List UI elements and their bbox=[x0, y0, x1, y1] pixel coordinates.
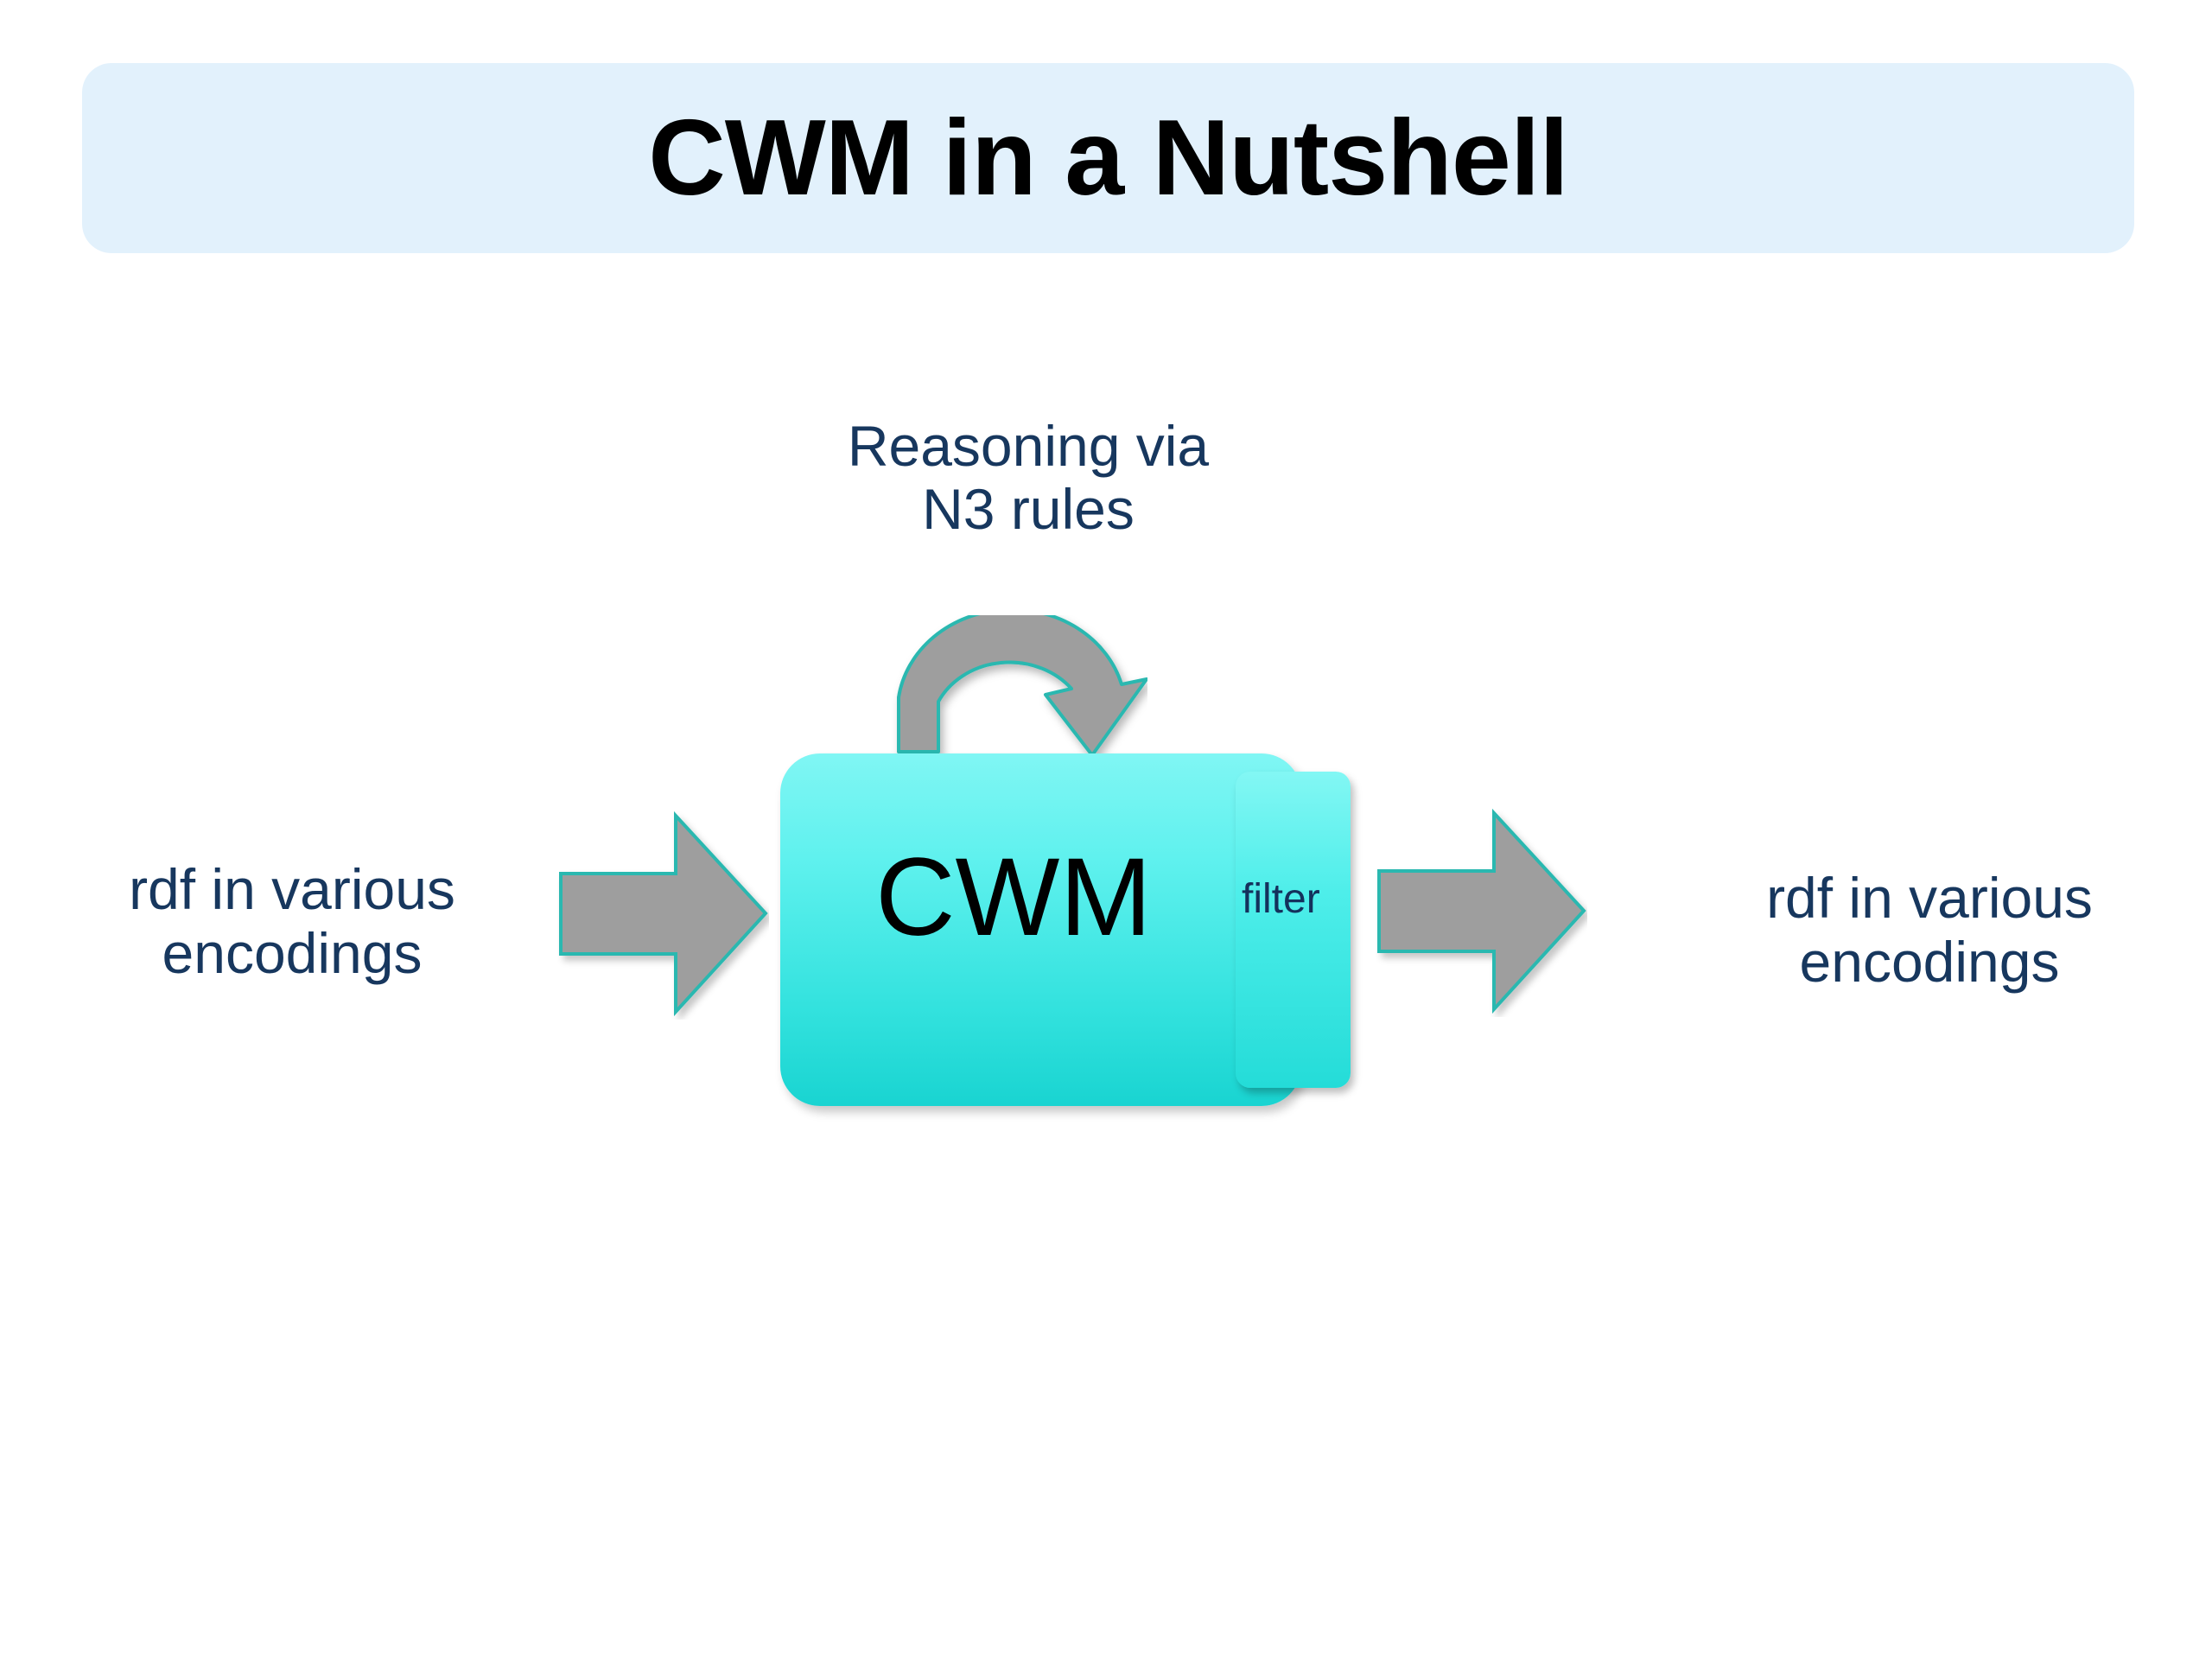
reasoning-caption-line-2: N3 rules bbox=[922, 476, 1135, 541]
input-arrow-icon bbox=[557, 808, 769, 1020]
output-label-line-1: rdf in various bbox=[1766, 866, 2093, 930]
page-title: CWM in a Nutshell bbox=[648, 99, 1569, 218]
input-label-line-2: encodings bbox=[162, 920, 423, 985]
reasoning-loop-arrow-icon bbox=[888, 607, 1148, 758]
input-label-line-1: rdf in various bbox=[129, 857, 455, 921]
reasoning-caption: Reasoning via N3 rules bbox=[743, 415, 1313, 540]
reasoning-caption-line-1: Reasoning via bbox=[847, 414, 1210, 478]
filter-box bbox=[1236, 772, 1351, 1088]
output-arrow-icon bbox=[1376, 805, 1587, 1017]
cwm-process-box bbox=[780, 753, 1301, 1106]
output-label-line-2: encodings bbox=[1799, 929, 2060, 994]
input-label: rdf in various encodings bbox=[50, 857, 534, 986]
output-label: rdf in various encodings bbox=[1688, 866, 2171, 995]
cwm-label: CWM bbox=[875, 836, 1152, 959]
filter-label: filter bbox=[1242, 876, 1320, 922]
title-banner: CWM in a Nutshell bbox=[82, 63, 2134, 253]
